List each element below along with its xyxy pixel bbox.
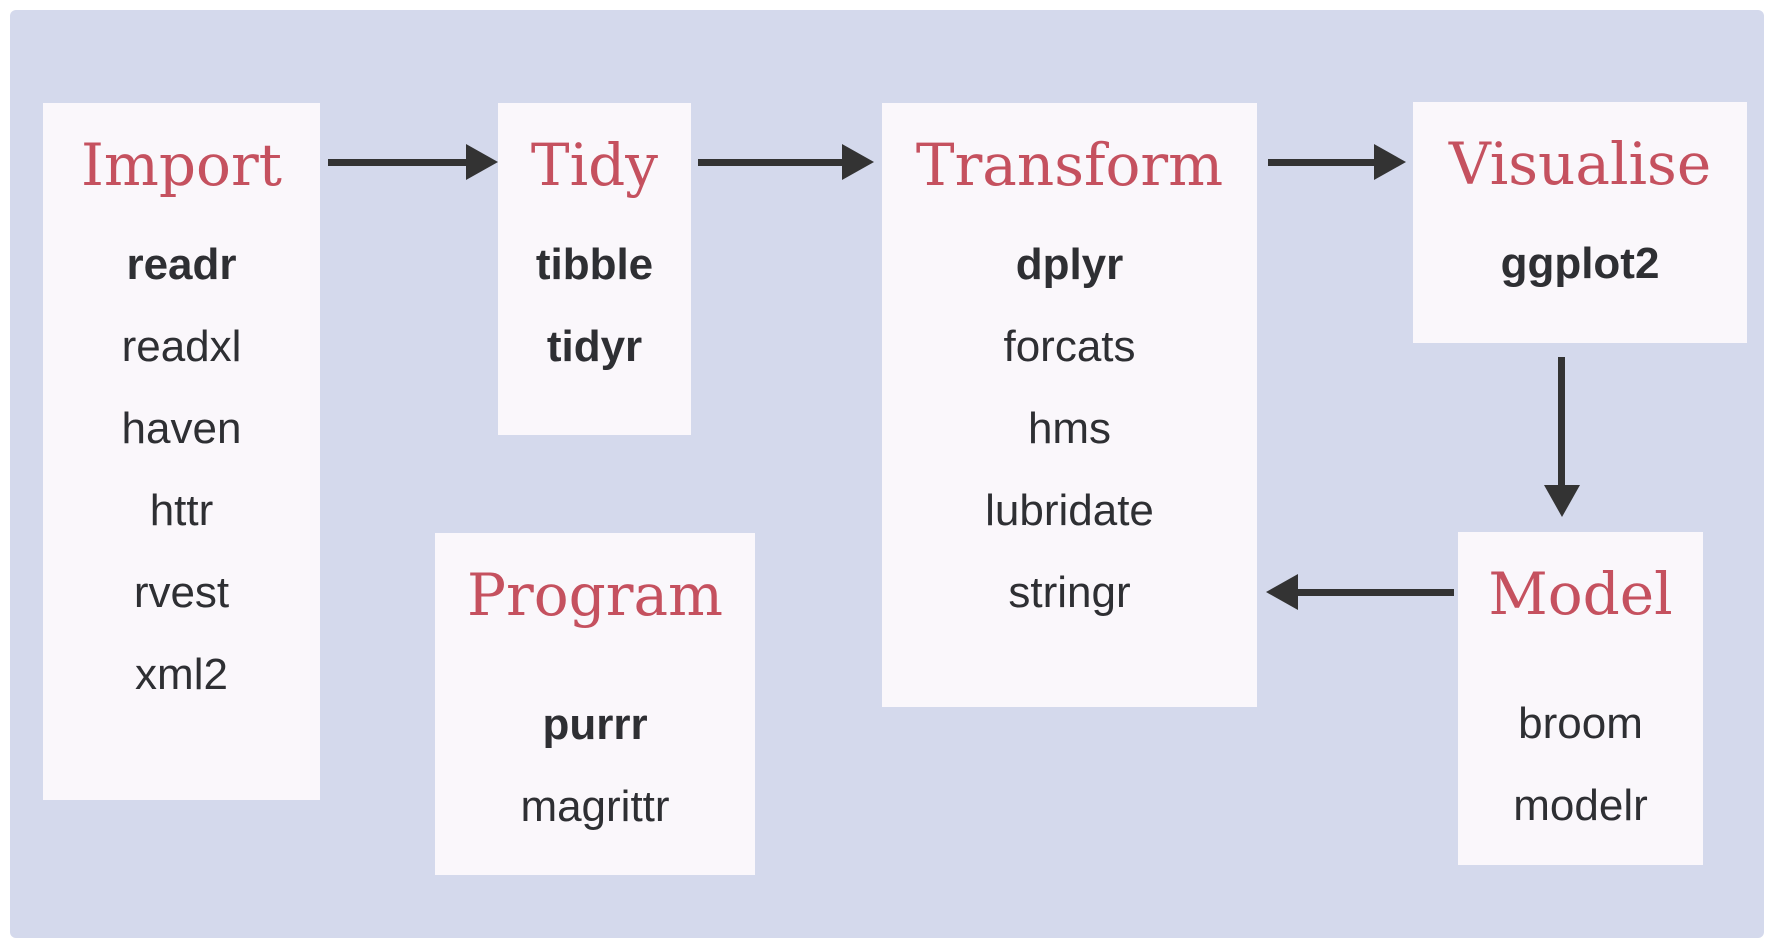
transform-package-list: dplyr forcats hms lubridate stringr [882, 224, 1257, 634]
visualise-package-list: ggplot2 [1413, 223, 1747, 305]
arrow-shaft [698, 159, 844, 166]
package-label: dplyr [1015, 240, 1124, 289]
package-label: stringr [1008, 568, 1131, 617]
package-label: readr [126, 240, 237, 289]
arrow-shaft [1268, 159, 1376, 166]
package-label: forcats [1003, 322, 1136, 371]
package-label: broom [1518, 699, 1643, 748]
package-label: tibble [535, 240, 654, 289]
arrow-shaft [1298, 589, 1454, 596]
package-label: rvest [133, 568, 230, 617]
package-label: lubridate [985, 486, 1154, 535]
diagram-background-panel: Import readr readxl haven httr rvest xml2 Tid… [10, 10, 1764, 938]
package-label: readxl [121, 322, 242, 371]
import-stage-box: Import readr readxl haven httr rvest xml2 [43, 103, 320, 800]
arrow-head-right-icon [842, 144, 874, 180]
arrow-shaft [1558, 357, 1565, 487]
arrow-head-left-icon [1266, 574, 1298, 610]
import-package-list: readr readxl haven httr rvest xml2 [43, 224, 320, 716]
program-package-list: purrr magrittr [435, 684, 755, 848]
package-label: haven [121, 404, 242, 453]
model-stage-title: Model [1488, 560, 1673, 628]
visualise-stage-box: Visualise ggplot2 [1413, 102, 1747, 343]
transform-stage-box: Transform dplyr forcats hms lubridate string… [882, 103, 1257, 707]
package-label: hms [1027, 404, 1112, 453]
package-label: tidyr [546, 322, 643, 371]
package-label: modelr [1513, 781, 1648, 830]
package-label: ggplot2 [1500, 239, 1660, 288]
tidy-package-list: tibble tidyr [498, 224, 691, 388]
program-stage-title: Program [466, 561, 724, 629]
arrow-head-right-icon [1374, 144, 1406, 180]
model-stage-box: Model broom modelr [1458, 532, 1703, 865]
import-stage-title: Import [81, 131, 282, 199]
tidy-stage-title: Tidy [530, 131, 659, 199]
program-stage-box: Program purrr magrittr [435, 533, 755, 875]
tidy-stage-box: Tidy tibble tidyr [498, 103, 691, 435]
model-package-list: broom modelr [1458, 683, 1703, 847]
package-label: xml2 [135, 650, 228, 699]
arrow-shaft [328, 159, 468, 166]
visualise-stage-title: Visualise [1448, 130, 1712, 198]
package-label: magrittr [520, 782, 670, 831]
arrow-head-right-icon [466, 144, 498, 180]
arrow-head-down-icon [1544, 485, 1580, 517]
package-label: httr [149, 486, 214, 535]
transform-stage-title: Transform [915, 131, 1224, 199]
package-label: purrr [542, 700, 648, 749]
